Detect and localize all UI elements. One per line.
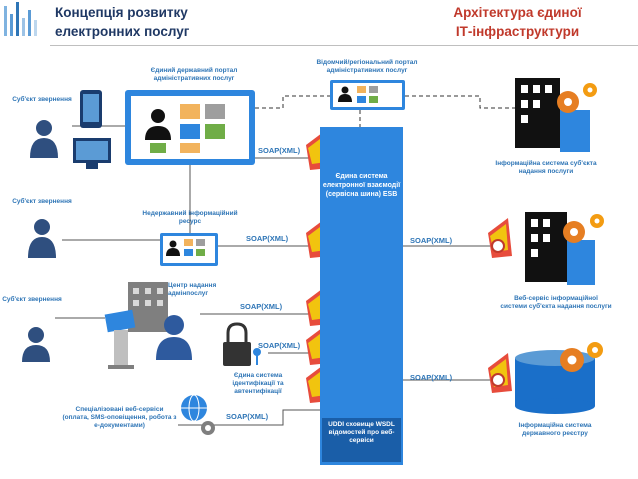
- title-right-line2: ІТ-інфраструктури: [455, 24, 580, 39]
- nongov-window-icon: [160, 233, 218, 266]
- person-icon-subject1: [30, 120, 58, 158]
- lock-icon: [223, 322, 261, 366]
- info-system-subject-label: Інформаційна система суб'єкта надання по…: [495, 160, 597, 175]
- subject1-label: Суб'єкт звернення: [12, 96, 72, 103]
- line-dept-infosystem: [405, 95, 515, 109]
- operator-person-icon: [156, 315, 192, 360]
- portal-window-icon: [125, 90, 255, 165]
- soap-label-1: SOAP(XML): [258, 146, 301, 155]
- registry-label: Інформаційна система державного реєстру: [518, 422, 592, 437]
- soap-label-4: SOAP(XML): [258, 341, 301, 350]
- soap-label-6: SOAP(XML): [410, 236, 453, 245]
- ident-label: Єдина система ідентифікації та автентифі…: [232, 372, 284, 395]
- center-label: Центр надання адмінпослуг: [168, 282, 217, 297]
- kiosk-icon: [104, 309, 136, 369]
- soap-label-2: SOAP(XML): [246, 234, 289, 243]
- soap-label-7: SOAP(XML): [410, 373, 453, 382]
- uddi-box: [322, 418, 401, 462]
- server-building-icon-2: [525, 212, 604, 285]
- title-left-line2: електронних послуг: [55, 24, 190, 39]
- subject2-label: Суб'єкт звернення: [12, 198, 72, 205]
- title-left-line1: Концепція розвитку: [55, 5, 188, 20]
- person-icon-subject3: [22, 327, 50, 362]
- title-right-line1: Архітектура єдиної: [453, 5, 582, 20]
- page-subtitle: Архітектура єдиної ІТ-інфраструктури: [410, 3, 625, 41]
- web-service-label: Веб-сервіс інформаційної системи суб'єкт…: [500, 295, 612, 310]
- nongov-label: Недержавний інформаційний ресурс: [142, 210, 238, 225]
- portal-label: Єдиний державний портал адміністративних…: [150, 67, 238, 82]
- dept-portal-label: Відомчий/регіональний портал адміністрат…: [316, 59, 418, 74]
- logo-icon: [4, 2, 37, 36]
- dept-portal-window-icon: [330, 80, 405, 110]
- small-gear-icon: [201, 421, 215, 435]
- esb-bus: [320, 127, 403, 465]
- line-special-esb: [178, 409, 320, 426]
- header-divider: [50, 45, 638, 46]
- soap-label-3: SOAP(XML): [240, 302, 283, 311]
- soap-label-5: SOAP(XML): [226, 412, 269, 421]
- page-title: Концепція розвитку електронних послуг: [55, 3, 189, 41]
- uddi-label: UDDI сховище WSDL відомостей про веб- се…: [328, 421, 395, 444]
- database-icon: [515, 342, 603, 414]
- line-portal-dept: [255, 95, 330, 109]
- esb-label: Єдина система електронної взаємодії (сер…: [322, 173, 401, 198]
- globe-icon: [181, 394, 207, 422]
- desktop-icon: [73, 138, 111, 169]
- tablet-icon: [80, 90, 102, 128]
- subject3-label: Суб'єкт звернення: [2, 296, 62, 303]
- server-building-icon-1: [515, 78, 597, 152]
- person-icon-subject2: [28, 219, 56, 258]
- special-label: Спеціалізовані веб-сервіси (оплата, SMS-…: [62, 406, 177, 429]
